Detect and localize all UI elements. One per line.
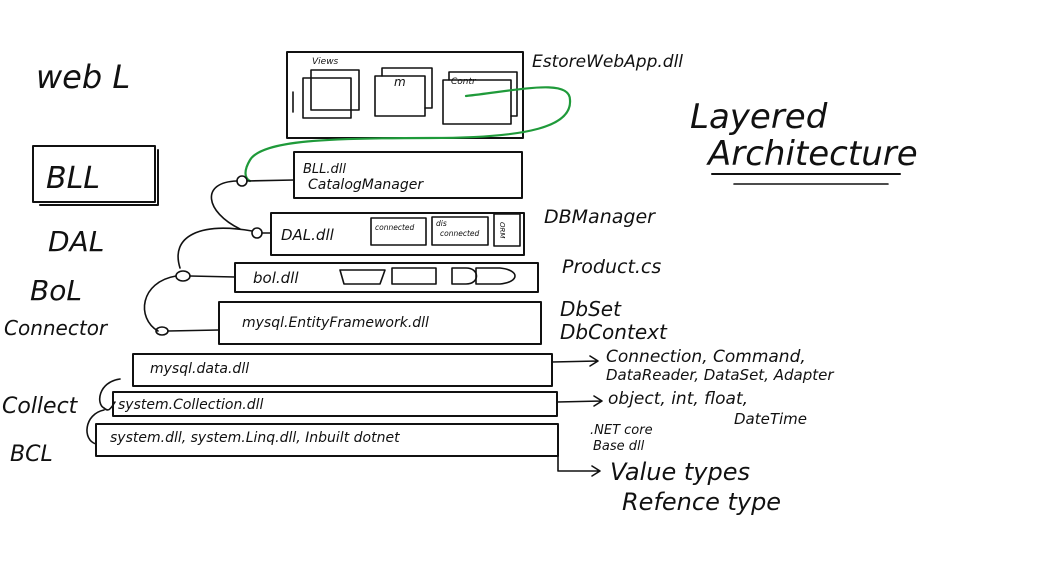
data-side-label-2: DataReader, DataSet, Adapter <box>606 366 834 384</box>
data-dll-name: mysql.data.dll <box>150 361 249 377</box>
label-connector-layer: Connector <box>4 316 109 340</box>
bll-catalog-manager: CatalogManager <box>308 177 424 193</box>
base-layer-block <box>95 423 559 457</box>
types-arrow <box>557 455 601 477</box>
bll-label-box-shadow <box>39 149 159 206</box>
ef-connector-line <box>167 329 220 332</box>
ef-side-label-2: DbContext <box>560 320 668 344</box>
label-collect-layer: Collect <box>2 394 79 419</box>
bol-connector-line <box>189 275 236 278</box>
dal-connector-dot <box>251 227 263 239</box>
dal-connected-label: connected <box>375 223 415 232</box>
dal-side-label: DBManager <box>544 206 656 228</box>
bol-shape-1 <box>339 269 386 285</box>
bol-shape-4 <box>475 267 516 285</box>
model-box-back <box>381 67 433 109</box>
bll-connector-dot <box>236 175 248 187</box>
collection-dll-name: system.Collection.dll <box>118 397 264 413</box>
dal-layer-block <box>270 212 525 256</box>
label-dal-layer: DAL <box>48 225 104 258</box>
reference-type-label: Refence type <box>622 488 781 516</box>
views-box-front <box>302 77 352 119</box>
collection-bracket <box>98 378 121 411</box>
bll-dll-name: BLL.dll <box>303 162 346 177</box>
views-label: Views <box>312 57 339 67</box>
collection-side-arrow <box>556 395 603 407</box>
bll-label-box <box>32 145 156 203</box>
collection-layer-block <box>112 391 558 417</box>
bol-to-ef-connector <box>143 275 177 332</box>
controller-to-bll-link <box>244 86 572 183</box>
dal-disconnected-label-1: dis <box>436 219 447 228</box>
base-side-label-1: .NET core <box>590 423 653 438</box>
bol-shape-3 <box>451 267 478 285</box>
dal-disconnected-box <box>431 216 489 246</box>
web-layer-dll-name: EstoreWebApp.dll <box>532 52 683 72</box>
label-bcl-layer: BCL <box>10 442 53 467</box>
bol-dll-name: bol.dll <box>253 269 299 287</box>
dal-orm-label: ORM <box>498 222 506 238</box>
dal-disconnected-label-2: connected <box>440 229 480 238</box>
collection-side-label-2: DateTime <box>734 410 807 428</box>
data-side-label-1: Connection, Command, <box>606 347 806 367</box>
collection-side-label-1: object, int, float, <box>608 389 748 409</box>
base-dll-name: system.dll, system.Linq.dll, Inbuilt dot… <box>110 430 400 446</box>
label-web-layer: web L <box>36 58 130 96</box>
controller-box-front <box>442 79 512 125</box>
dal-dll-name: DAL.dll <box>281 226 335 244</box>
dal-to-bol-connector <box>177 227 253 269</box>
controller-box-back <box>448 71 518 117</box>
bol-shape-2 <box>391 267 437 285</box>
bll-connector-line <box>246 179 295 182</box>
dal-orm-box <box>493 213 521 247</box>
ef-side-label-1: DbSet <box>560 297 622 321</box>
title-line-2: Architecture <box>706 134 918 174</box>
base-bracket <box>86 409 105 445</box>
dal-connected-box <box>370 217 427 246</box>
base-side-label-2: Base dll <box>593 439 645 454</box>
ef-layer-block <box>218 301 542 345</box>
controller-box-label: Contr <box>451 77 477 87</box>
title-line-1: Layered <box>690 97 828 137</box>
data-layer-block <box>132 353 553 387</box>
model-box-label: m <box>394 75 406 89</box>
model-box-front <box>374 75 426 117</box>
value-types-label: Value types <box>610 458 750 486</box>
bol-side-label: Product.cs <box>562 256 661 278</box>
bol-connector-dot <box>175 270 191 282</box>
data-side-arrow <box>551 355 599 367</box>
label-bol-layer: BoL <box>30 274 82 307</box>
ef-dll-name: mysql.EntityFramework.dll <box>242 315 429 331</box>
views-box-back <box>310 69 360 111</box>
bll-to-dal-connector <box>210 180 241 230</box>
bll-layer-block <box>293 151 523 199</box>
label-bll-layer: BLL <box>46 161 100 196</box>
